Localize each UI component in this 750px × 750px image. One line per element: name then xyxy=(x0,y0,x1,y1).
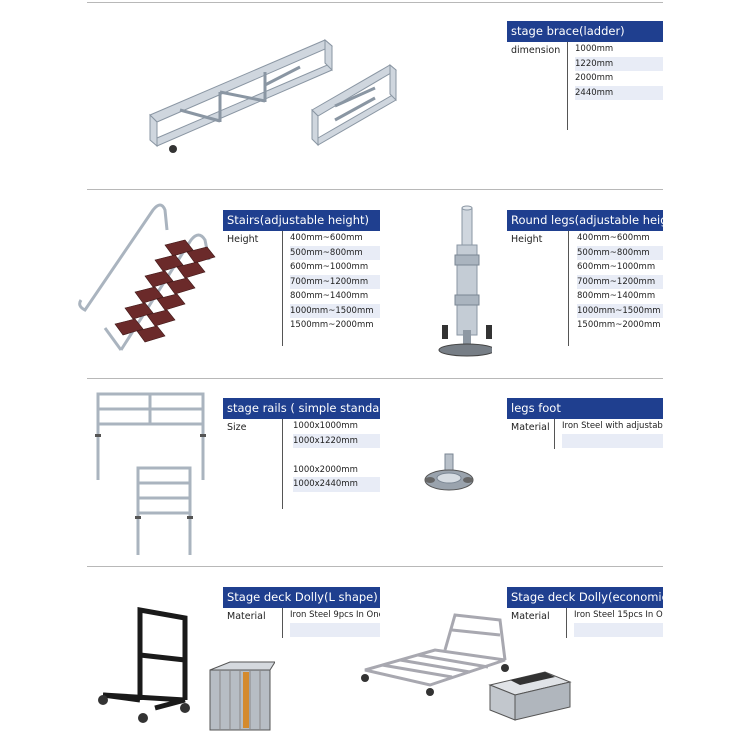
spec-label: Height xyxy=(511,234,543,245)
spec-row: 1000x2000mm xyxy=(293,464,358,475)
divider xyxy=(566,608,567,638)
spec-row: 1000mm xyxy=(575,44,614,54)
spec-label: Material xyxy=(511,422,550,433)
spec-round-legs: Round legs(adjustable height) Height 400… xyxy=(507,210,663,346)
spec-row: 2440mm xyxy=(575,85,663,100)
spec-row: 800mm~1400mm xyxy=(290,291,369,301)
divider xyxy=(282,419,283,509)
spec-row: 600mm~1000mm xyxy=(290,262,369,272)
separator-line xyxy=(87,189,663,190)
dolly-l-shape-image xyxy=(98,607,275,731)
spec-label: Material xyxy=(227,611,266,622)
separator-line xyxy=(87,566,663,567)
divider xyxy=(567,42,568,130)
spec-row: 700mm~1200mm xyxy=(290,274,380,289)
spec-row: 1220mm xyxy=(575,56,663,71)
spec-row: Iron Steel 9pcs In One xyxy=(290,610,380,620)
dolly-economic-image xyxy=(361,613,572,721)
spec-dolly-economic: Stage deck Dolly(economic) Material Iron… xyxy=(507,587,663,638)
spec-row: 1000x1000mm xyxy=(293,421,358,431)
separator-line xyxy=(87,378,663,379)
divider xyxy=(282,231,283,346)
spec-stage-rails: stage rails ( simple standard) Size 1000… xyxy=(223,398,380,509)
legs-foot-image xyxy=(424,453,474,491)
divider xyxy=(282,608,283,638)
spec-title: Round legs(adjustable height) xyxy=(507,210,663,231)
spec-title: stage rails ( simple standard) xyxy=(223,398,380,419)
divider xyxy=(554,419,555,449)
spec-row: 500mm~800mm xyxy=(290,245,380,260)
spec-title: Stage deck Dolly(L shape) xyxy=(223,587,380,608)
spec-row: 1000x2440mm xyxy=(293,477,380,492)
spec-row: 800mm~1400mm xyxy=(577,291,656,301)
spec-row: 1500mm~2000mm xyxy=(290,320,374,330)
spec-row xyxy=(293,448,380,463)
spec-row xyxy=(290,622,380,637)
spec-row: 500mm~800mm xyxy=(577,245,663,260)
spec-label: Height xyxy=(227,234,259,245)
spec-title: legs foot xyxy=(507,398,663,419)
spec-row: 600mm~1000mm xyxy=(577,262,656,272)
spec-row: Iron Steel with adjustable xyxy=(562,421,663,431)
spec-row: 1000x1220mm xyxy=(293,433,380,448)
spec-row: 1000mm~1500mm xyxy=(577,303,663,318)
round-leg-image xyxy=(438,205,492,357)
spec-label: Material xyxy=(511,611,550,622)
spec-stairs: Stairs(adjustable height) Height 400mm~6… xyxy=(223,210,380,346)
spec-row: 1500mm~2000mm xyxy=(577,320,661,330)
spec-title: Stage deck Dolly(economic) xyxy=(507,587,663,608)
divider xyxy=(568,231,569,346)
spec-row: Iron Steel 15pcs In One xyxy=(574,610,663,620)
spec-row: 1000mm~1500mm xyxy=(290,303,380,318)
spec-title: Stairs(adjustable height) xyxy=(223,210,380,231)
stairs-image xyxy=(78,203,216,351)
stage-rails-image xyxy=(95,392,206,555)
separator-line xyxy=(87,2,663,3)
spec-row: 400mm~600mm xyxy=(290,233,363,243)
spec-row: 2000mm xyxy=(575,73,614,83)
spec-row: 700mm~1200mm xyxy=(577,274,663,289)
spec-title: stage brace(ladder) xyxy=(507,21,663,42)
spec-legs-foot: legs foot Material Iron Steel with adjus… xyxy=(507,398,663,449)
spec-row xyxy=(574,622,663,637)
stage-brace-image xyxy=(149,38,397,153)
spec-label: Size xyxy=(227,422,247,433)
spec-stage-brace: stage brace(ladder) dimension 1000mm 122… xyxy=(507,21,663,130)
spec-dolly-l-shape: Stage deck Dolly(L shape) Material Iron … xyxy=(223,587,380,638)
spec-row: 400mm~600mm xyxy=(577,233,650,243)
spec-label: dimension xyxy=(511,45,561,56)
spec-row xyxy=(562,433,663,448)
